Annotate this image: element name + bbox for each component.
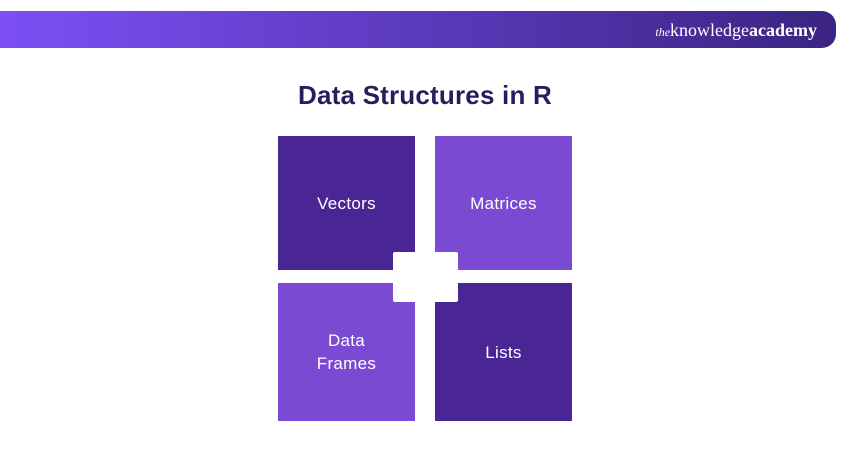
box-label-lists: Lists [485,342,522,362]
logo-word-academy: academy [749,19,817,40]
box-label-vectors: Vectors [317,193,376,213]
logo-word-the: the [655,24,671,39]
boxes-grid: Vectors Matrices Data Frames Lists [278,136,572,421]
center-connector-square [393,252,458,302]
box-lists: Lists [435,283,572,421]
box-matrices: Matrices [435,136,572,270]
box-label-data-frames: Data Frames [316,331,377,373]
box-data-frames: Data Frames [278,283,415,421]
logo-word-knowledge: knowledge [670,19,750,40]
box-vectors: Vectors [278,136,415,270]
box-label-matrices: Matrices [470,193,537,213]
page-title: Data Structures in R [298,80,552,110]
